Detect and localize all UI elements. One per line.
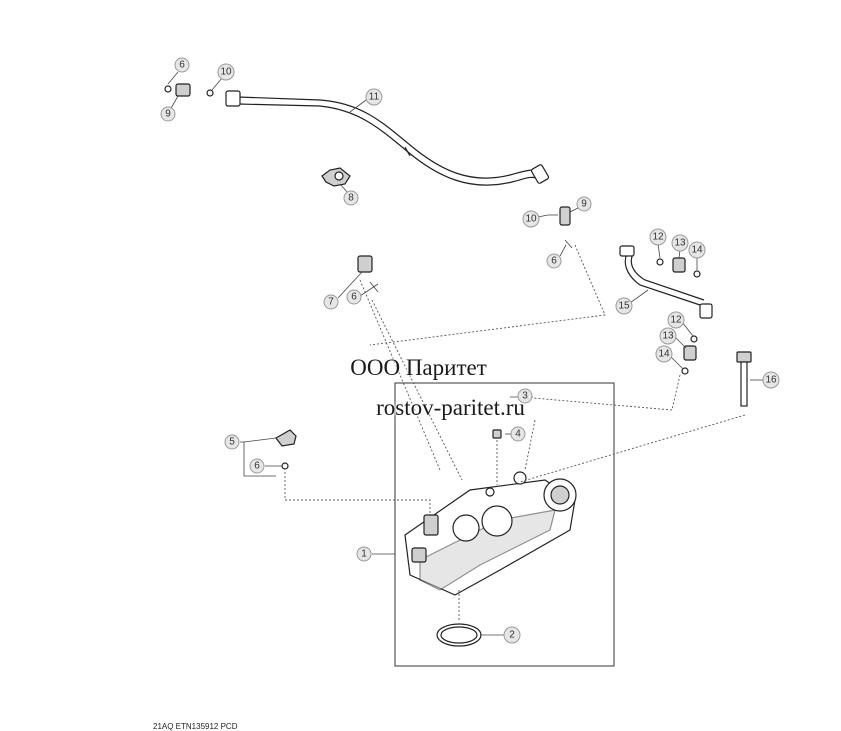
leader-lines xyxy=(167,71,765,636)
callout-11-label: 11 xyxy=(369,92,380,103)
callout-13a: 13 xyxy=(671,234,689,252)
callout-9a-label: 9 xyxy=(165,109,171,120)
callout-15: 15 xyxy=(615,297,633,315)
callout-12b-label: 12 xyxy=(670,315,682,326)
callout-6d-label: 6 xyxy=(254,461,260,472)
watermark-company: ООО Паритет xyxy=(350,355,487,380)
callout-4-label: 4 xyxy=(515,429,521,440)
callout-6d: 6 xyxy=(249,458,265,474)
callout-6c: 6 xyxy=(346,289,362,305)
callout-12a-label: 12 xyxy=(652,232,664,243)
callout-1-label: 1 xyxy=(361,549,367,560)
plug-4 xyxy=(492,429,502,439)
callout-6b-label: 6 xyxy=(551,256,557,267)
callout-6a-label: 6 xyxy=(179,60,185,71)
callout-2: 2 xyxy=(503,626,521,644)
pipe-15 xyxy=(619,245,713,319)
callout-9b-label: 9 xyxy=(581,199,587,210)
callout-4: 4 xyxy=(510,426,526,442)
reference-code: 21AQ ETN135912 PCD xyxy=(153,722,238,731)
callout-7-label: 7 xyxy=(328,297,334,308)
callout-1: 1 xyxy=(356,546,372,562)
callout-12a: 12 xyxy=(649,228,667,246)
callout-14a-label: 14 xyxy=(691,245,703,256)
callout-14a: 14 xyxy=(688,241,706,259)
assembly-frame xyxy=(394,382,615,667)
callout-10b-label: 10 xyxy=(525,214,537,225)
fittings-12-13-14-lower xyxy=(681,335,698,375)
fittings-12-13-14-upper xyxy=(656,257,701,278)
callout-13b-label: 13 xyxy=(662,331,674,342)
pipe-11 xyxy=(225,90,550,186)
callout-9a: 9 xyxy=(160,106,176,122)
callout-6b: 6 xyxy=(546,253,562,269)
callout-8-label: 8 xyxy=(348,193,354,204)
callout-13b: 13 xyxy=(659,327,677,345)
watermark-url: rostov-paritet.ru xyxy=(376,395,525,420)
callout-16-label: 16 xyxy=(765,375,777,386)
callout-8: 8 xyxy=(343,190,359,206)
fitting-5 xyxy=(275,429,297,470)
callout-5-label: 5 xyxy=(229,437,235,448)
callout-12b: 12 xyxy=(667,311,685,329)
fitting-9-top xyxy=(164,83,214,97)
callout-3: 3 xyxy=(517,388,533,404)
callout-10b: 10 xyxy=(522,210,540,228)
callout-2-label: 2 xyxy=(509,630,515,641)
callout-10a: 10 xyxy=(217,63,235,81)
clip-8 xyxy=(321,167,351,187)
callout-10a-label: 10 xyxy=(220,67,232,78)
callout-14b: 14 xyxy=(655,345,673,363)
callout-15-label: 15 xyxy=(618,301,630,312)
fitting-7 xyxy=(357,255,379,293)
callout-6a: 6 xyxy=(174,57,190,73)
callout-11: 11 xyxy=(365,88,383,106)
callout-13a-label: 13 xyxy=(674,238,686,249)
housing-1 xyxy=(404,471,577,596)
callout-5: 5 xyxy=(224,434,240,450)
bolt-16 xyxy=(736,351,752,407)
callout-3-label: 3 xyxy=(522,391,528,402)
callout-7: 7 xyxy=(323,294,339,310)
fitting-9-mid xyxy=(548,206,573,249)
assembly-guide-lines xyxy=(284,244,746,622)
callout-6c-label: 6 xyxy=(351,292,357,303)
callout-16: 16 xyxy=(762,371,780,389)
callout-9b: 9 xyxy=(576,196,592,212)
callout-14b-label: 14 xyxy=(658,349,670,360)
seal-ring-2 xyxy=(436,623,482,647)
